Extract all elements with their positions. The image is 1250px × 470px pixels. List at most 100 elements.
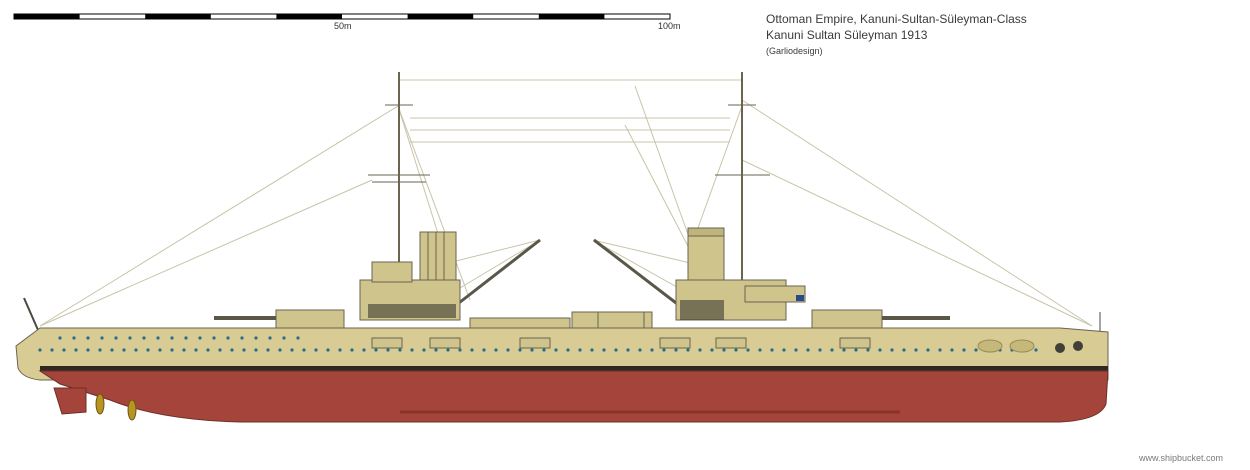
porthole — [206, 348, 210, 352]
porthole — [854, 348, 858, 352]
porthole — [434, 348, 438, 352]
porthole — [794, 348, 798, 352]
porthole — [38, 348, 42, 352]
main-mast — [715, 72, 770, 300]
porthole — [128, 336, 132, 340]
porthole — [362, 348, 366, 352]
porthole — [974, 348, 978, 352]
porthole — [398, 348, 402, 352]
porthole — [782, 348, 786, 352]
porthole — [686, 348, 690, 352]
porthole — [962, 348, 966, 352]
rigging — [39, 79, 1093, 327]
porthole — [1034, 348, 1038, 352]
porthole — [938, 348, 942, 352]
porthole — [530, 348, 534, 352]
porthole — [542, 348, 546, 352]
porthole — [758, 348, 762, 352]
bow-jackstaff — [23, 297, 39, 331]
anchor-icon — [1055, 341, 1083, 353]
porthole — [50, 348, 54, 352]
scale-label-50m: 50m — [334, 21, 352, 31]
porthole — [662, 348, 666, 352]
hull — [15, 327, 1109, 423]
porthole — [470, 348, 474, 352]
porthole — [578, 348, 582, 352]
porthole — [242, 348, 246, 352]
porthole — [72, 336, 76, 340]
scale-segment — [276, 14, 342, 19]
porthole — [698, 348, 702, 352]
porthole — [674, 348, 678, 352]
porthole — [890, 348, 894, 352]
porthole — [278, 348, 282, 352]
porthole — [806, 348, 810, 352]
porthole — [818, 348, 822, 352]
casemate-guns — [371, 337, 871, 349]
porthole — [296, 336, 300, 340]
porthole — [926, 348, 930, 352]
boat-crane-aft — [593, 238, 681, 308]
porthole — [338, 348, 342, 352]
scale-segment — [538, 14, 605, 19]
porthole — [458, 348, 462, 352]
porthole — [830, 348, 834, 352]
turrets — [214, 309, 950, 333]
porthole — [590, 348, 594, 352]
porthole — [62, 348, 66, 352]
porthole — [86, 348, 90, 352]
porthole — [722, 348, 726, 352]
porthole — [842, 348, 846, 352]
porthole — [290, 348, 294, 352]
scale-segment — [14, 14, 80, 19]
ensign — [796, 295, 804, 301]
porthole — [86, 336, 90, 340]
porthole — [710, 348, 714, 352]
rudder — [53, 387, 87, 415]
porthole — [240, 336, 244, 340]
porthole — [182, 348, 186, 352]
porthole — [482, 348, 486, 352]
porthole — [650, 348, 654, 352]
porthole — [326, 348, 330, 352]
porthole — [734, 348, 738, 352]
porthole — [142, 336, 146, 340]
porthole — [230, 348, 234, 352]
porthole — [170, 348, 174, 352]
porthole — [602, 348, 606, 352]
scale-segment — [407, 14, 474, 19]
porthole — [254, 348, 258, 352]
porthole — [58, 336, 62, 340]
porthole — [156, 336, 160, 340]
scale-bar — [13, 13, 671, 20]
porthole — [134, 348, 138, 352]
porthole — [566, 348, 570, 352]
porthole — [902, 348, 906, 352]
porthole — [114, 336, 118, 340]
porthole — [554, 348, 558, 352]
porthole — [212, 336, 216, 340]
porthole — [374, 348, 378, 352]
porthole — [506, 348, 510, 352]
porthole — [746, 348, 750, 352]
porthole — [158, 348, 162, 352]
scale-segment — [145, 14, 211, 19]
porthole — [770, 348, 774, 352]
porthole — [122, 348, 126, 352]
header-designer: (Garliodesign) — [766, 46, 823, 56]
porthole — [614, 348, 618, 352]
porthole — [422, 348, 426, 352]
porthole — [878, 348, 882, 352]
porthole — [410, 348, 414, 352]
porthole — [638, 348, 642, 352]
porthole — [226, 336, 230, 340]
footer-credit[interactable]: www.shipbucket.com — [1139, 453, 1224, 463]
porthole — [194, 348, 198, 352]
porthole — [184, 336, 188, 340]
bridge-windows — [368, 300, 724, 320]
porthole — [518, 348, 522, 352]
boat-crane-fore — [454, 238, 541, 308]
porthole — [98, 348, 102, 352]
porthole — [314, 348, 318, 352]
